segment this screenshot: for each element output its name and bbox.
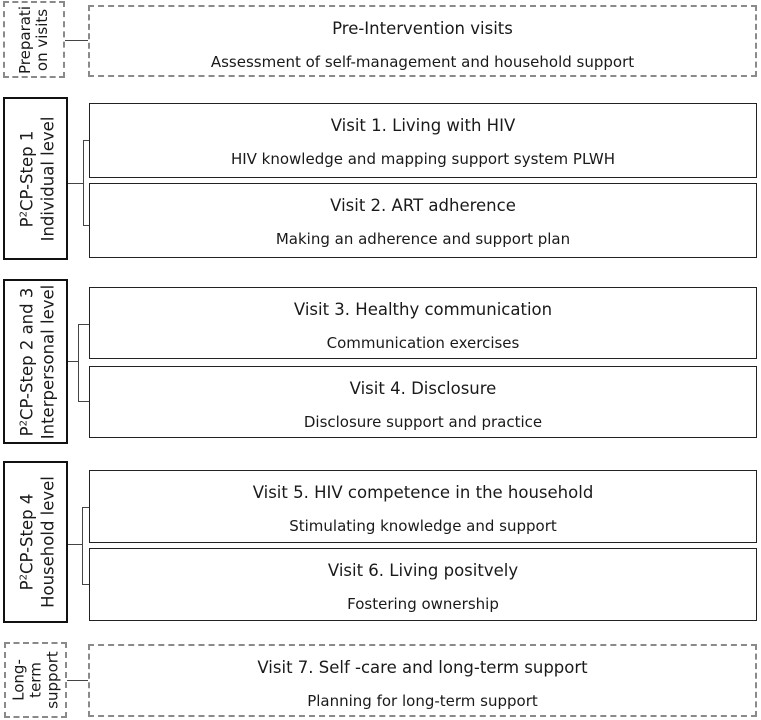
bracket-connector [82, 507, 89, 585]
visit-subtitle: Fostering ownership [347, 595, 499, 613]
visit-box-7: Visit 7. Self -care and long-term suppor… [88, 644, 757, 717]
visit-box-5: Visit 5. HIV competence in the household… [89, 470, 757, 543]
visit-title: Visit 5. HIV competence in the household [252, 483, 594, 502]
visit-title: Pre-Intervention visits [332, 19, 513, 38]
visit-box-pre-intervention: Pre-Intervention visits Assessment of se… [88, 5, 757, 77]
label-level-line: Individual level [38, 116, 57, 241]
visit-subtitle: Planning for long-term support [307, 692, 538, 710]
visit-subtitle: Disclosure support and practice [303, 413, 543, 431]
bracket-connector [78, 324, 89, 402]
visit-subtitle: Making an adherence and support plan [275, 230, 571, 248]
label-long-term-support: Long- term support [4, 642, 67, 718]
label-long-term-text: Long- term support [9, 651, 61, 709]
connector-line [67, 680, 88, 681]
label-line: Long- [9, 659, 27, 701]
visit-subtitle: Stimulating knowledge and support [289, 517, 557, 535]
visit-box-4: Visit 4. Disclosure Disclosure support a… [89, 366, 757, 438]
label-step-1-text: P2CP-Step 1 Individual level [13, 116, 58, 241]
label-step-line: P2CP-Step 2 and 3 [17, 287, 36, 436]
visit-box-2: Visit 2. ART adherence Making an adheren… [89, 183, 757, 258]
visit-subtitle: Assessment of self-management and househ… [210, 53, 635, 71]
label-step-2-3-interpersonal: P2CP-Step 2 and 3 Interpersonal level [3, 279, 68, 444]
label-level-line: Interpersonal level [38, 284, 57, 439]
connector-line [68, 544, 82, 545]
visit-subtitle: HIV knowledge and mapping support system… [230, 150, 616, 168]
label-step-line: P2CP-Step 1 [17, 130, 36, 227]
label-line: support [43, 651, 61, 709]
visit-title: Visit 3. Healthy communication [293, 300, 553, 319]
label-preparation-visits: Preparati on visits [3, 1, 65, 78]
label-step-2-3-text: P2CP-Step 2 and 3 Interpersonal level [13, 284, 58, 438]
label-step-1-individual: P2CP-Step 1 Individual level [3, 97, 68, 260]
connector-line [65, 40, 88, 41]
visit-subtitle: Communication exercises [326, 334, 520, 352]
visit-box-3: Visit 3. Healthy communication Communica… [89, 287, 757, 359]
label-preparation-text: Preparati on visits [16, 5, 51, 74]
visit-title: Visit 6. Living positvely [327, 561, 519, 580]
label-step-4-household: P2CP-Step 4 Household level [3, 461, 68, 623]
label-step-4-text: P2CP-Step 4 Household level [13, 476, 58, 608]
bracket-connector [83, 140, 89, 226]
visit-title: Visit 2. ART adherence [330, 196, 516, 215]
connector-line [68, 183, 83, 184]
visit-box-6: Visit 6. Living positvely Fostering owne… [89, 548, 757, 621]
label-level-line: Household level [38, 476, 57, 608]
label-line: Preparati [16, 5, 34, 74]
visit-title: Visit 1. Living with HIV [330, 116, 516, 135]
label-step-line: P2CP-Step 4 [17, 493, 36, 591]
visit-title: Visit 4. Disclosure [349, 379, 497, 398]
label-line: on visits [33, 8, 51, 71]
label-line: term [26, 662, 44, 698]
connector-line [68, 361, 78, 362]
visit-title: Visit 7. Self -care and long-term suppor… [257, 658, 588, 677]
visit-box-1: Visit 1. Living with HIV HIV knowledge a… [89, 103, 757, 178]
